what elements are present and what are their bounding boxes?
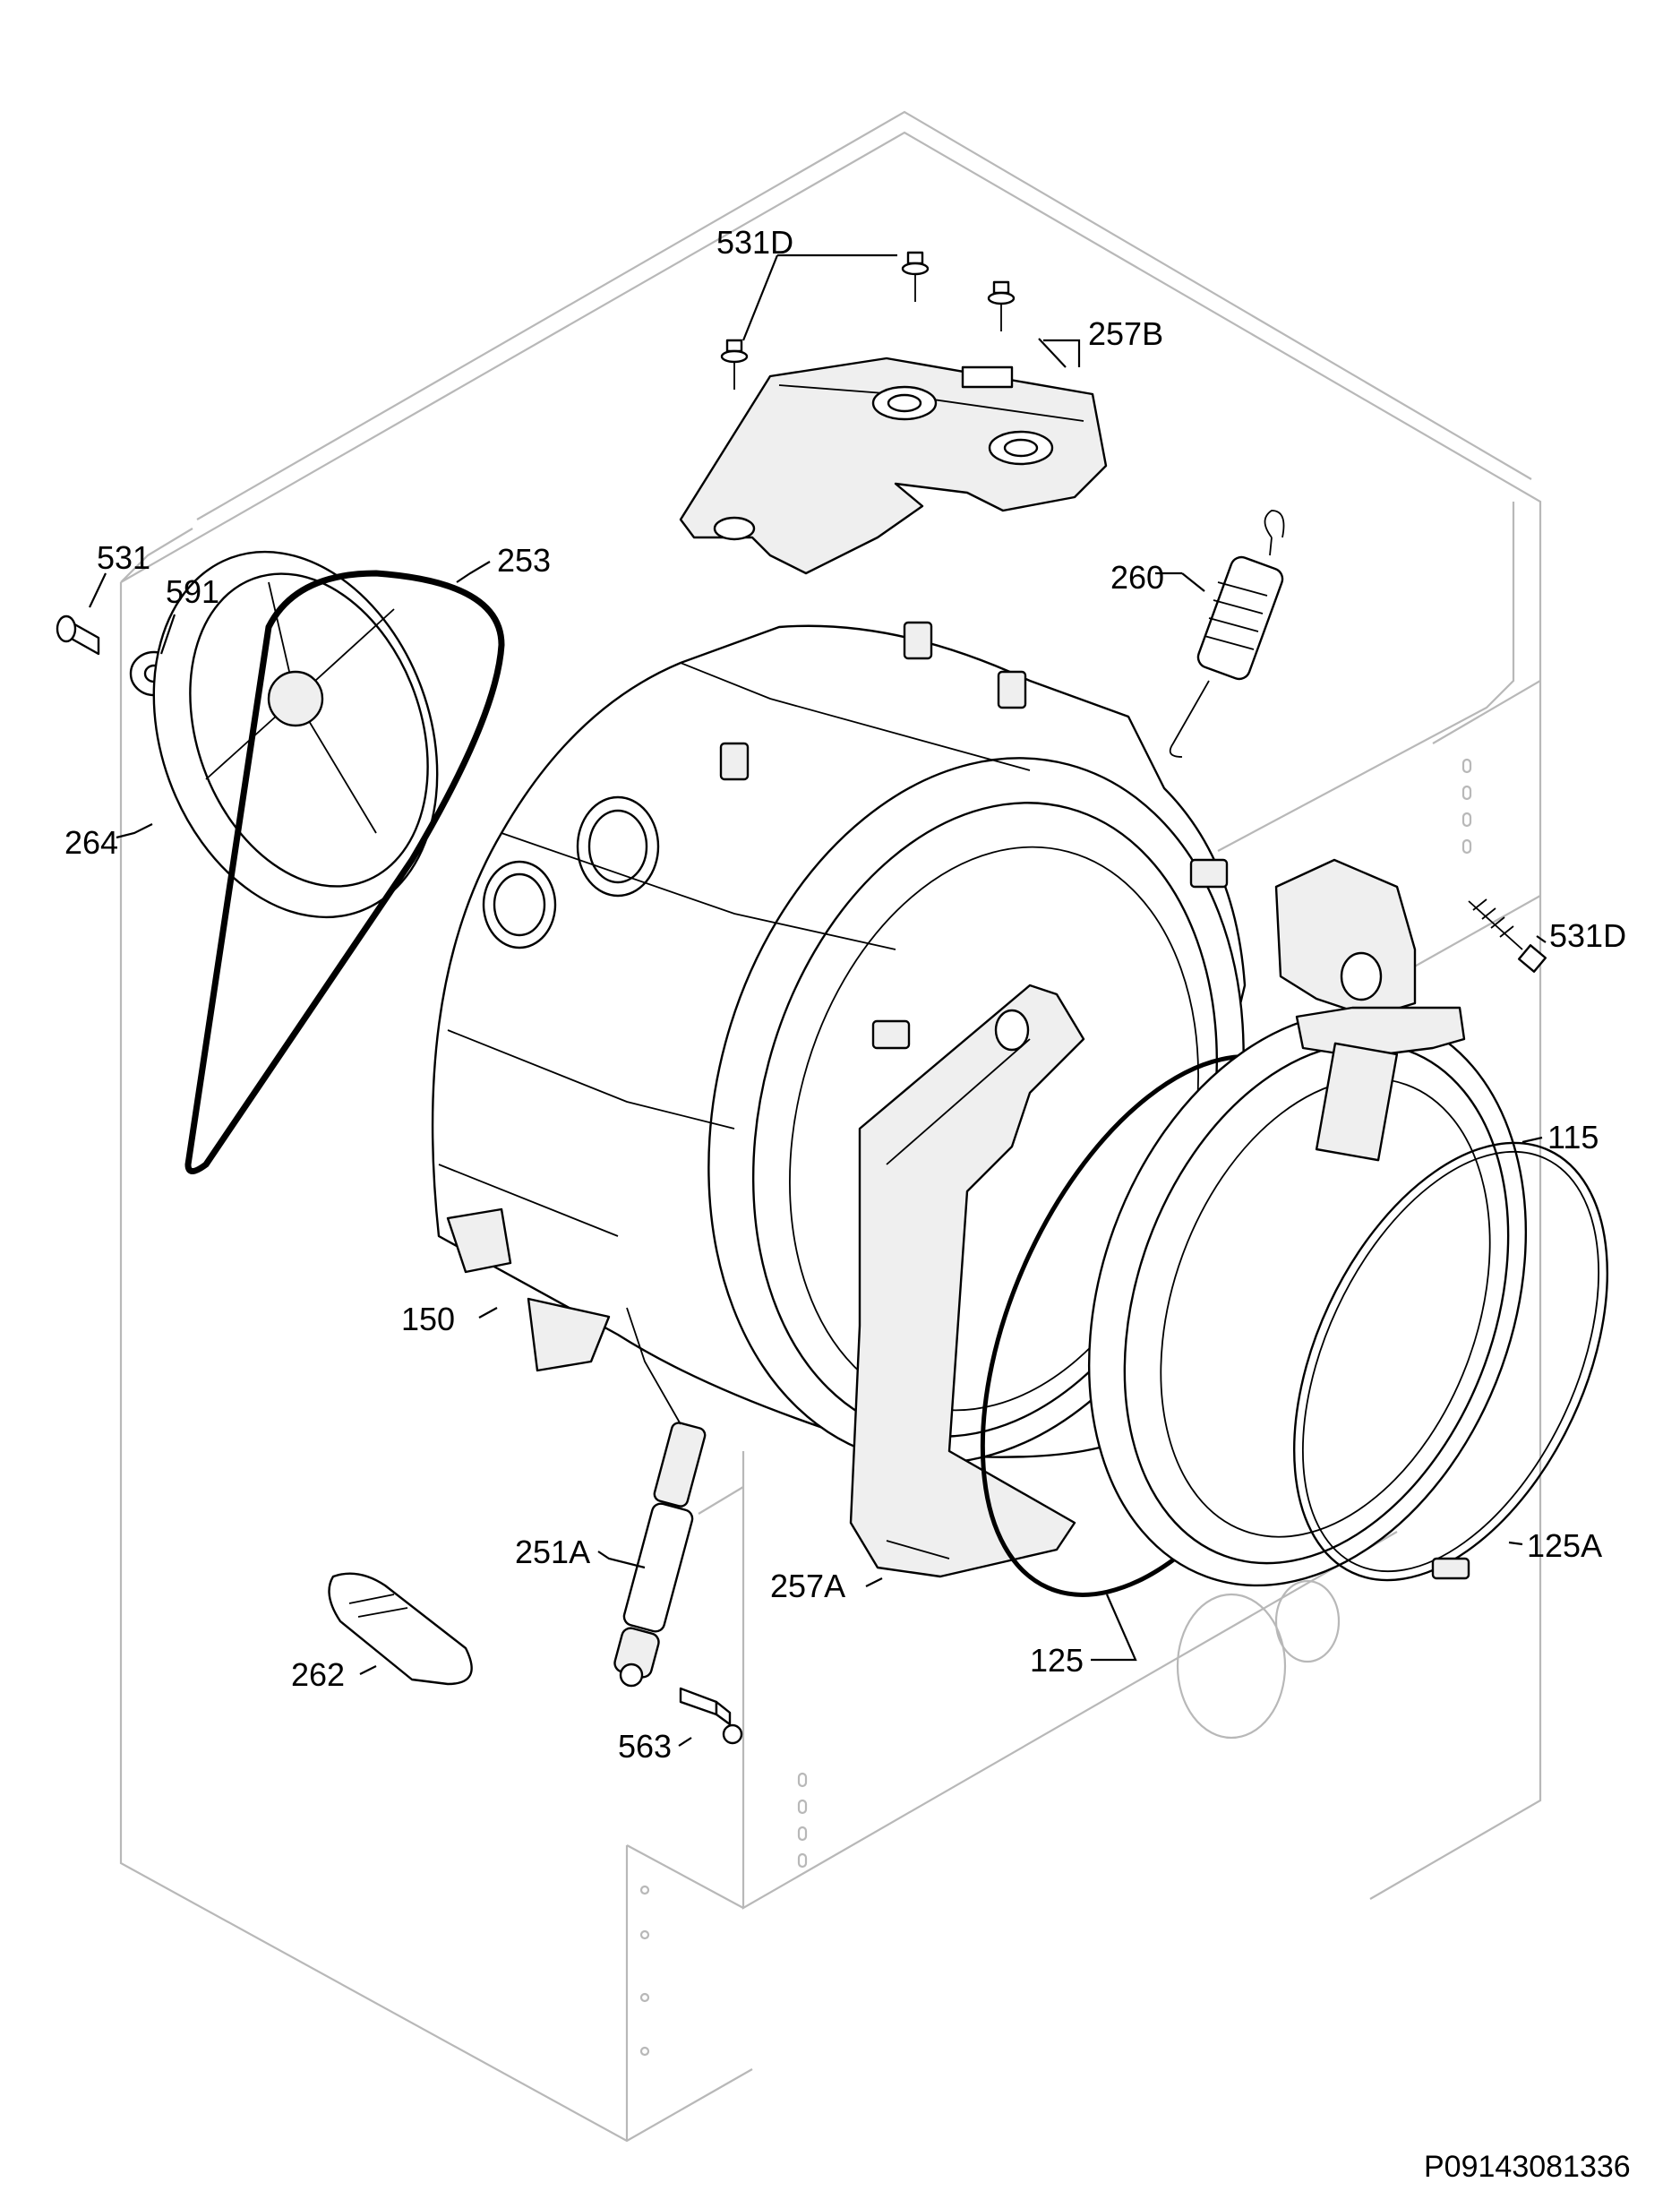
label-257b: 257B	[1088, 315, 1163, 352]
screw-531d-right	[1468, 898, 1547, 973]
front-counterweight-257a	[849, 984, 1085, 1578]
label-115: 115	[1547, 1119, 1599, 1156]
cover-262	[328, 1572, 473, 1686]
label-531: 531	[97, 539, 150, 576]
label-251a: 251A	[515, 1534, 590, 1570]
label-591: 591	[166, 573, 219, 610]
drawing-code: P09143081336	[1424, 2150, 1631, 2184]
drive-belt-253	[184, 570, 505, 1174]
label-125a: 125A	[1527, 1527, 1602, 1564]
label-531d-top: 531D	[716, 224, 793, 261]
tub-top-mounts	[719, 621, 1229, 1050]
label-150: 150	[401, 1301, 455, 1337]
label-253: 253	[497, 542, 551, 579]
leader-lines	[89, 253, 1547, 1747]
cabinet-outline	[119, 110, 1542, 2143]
upper-counterweight-257b	[679, 357, 1108, 575]
part-labels: 531D 257B 531 591 253 260 264 531D 115 1…	[64, 224, 1626, 1765]
label-531d-right: 531D	[1549, 917, 1626, 954]
label-257a: 257A	[770, 1568, 845, 1604]
label-260: 260	[1110, 559, 1164, 596]
shock-absorber-251a	[613, 1307, 707, 1688]
screw-531d-top-group	[720, 251, 1016, 390]
bolt-563	[679, 1687, 743, 1745]
pulley-264	[152, 550, 439, 919]
tub-bottom-bracket-150	[446, 1207, 611, 1372]
spring-260	[1169, 510, 1285, 758]
clamp-ring-125a	[1292, 1141, 1609, 1582]
label-262: 262	[291, 1656, 345, 1693]
door-seal-115	[1087, 1006, 1528, 1587]
upper-right-housing	[1274, 858, 1417, 1018]
label-563: 563	[618, 1728, 672, 1765]
pin-531	[56, 614, 100, 656]
label-264: 264	[64, 824, 118, 861]
label-125: 125	[1030, 1642, 1084, 1679]
cabinet-slot-holes	[639, 758, 1472, 2057]
